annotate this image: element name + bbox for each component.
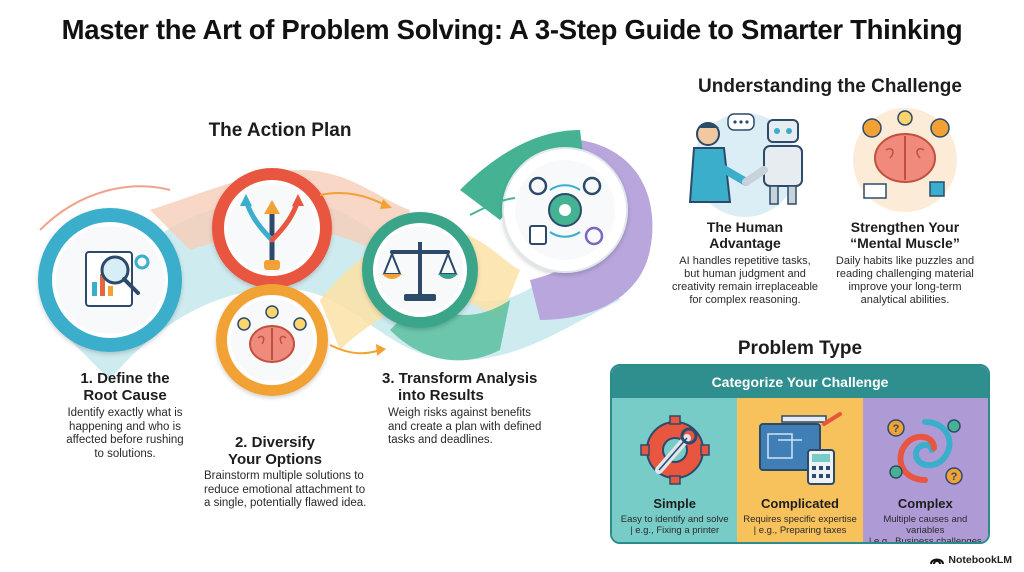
step-1-title-line1: 1. Define the: [80, 370, 170, 387]
flow-arrow-3: [469, 197, 516, 216]
notebooklm-logo-icon: [930, 558, 945, 565]
type-complicated-desc: Requires specific expertise | e.g., Prep…: [741, 514, 858, 536]
type-complex: ? ? Complex Multiple causes and variable…: [862, 398, 988, 544]
mental-muscle-title-line1: Strengthen Your: [850, 219, 960, 235]
gear-wrench-icon: [639, 415, 710, 485]
step-1-title: 1. Define the Root Cause: [40, 370, 210, 404]
action-plan-heading: The Action Plan: [208, 120, 352, 141]
step-2-desc-line: a single, potentially flawed idea.: [204, 497, 367, 509]
step-3-title-line1: 3. Transform Analysis: [382, 370, 538, 387]
step-1-icon: [85, 251, 150, 307]
gears-cycle-icon: [528, 176, 604, 246]
svg-text:?: ?: [893, 423, 900, 435]
mental-muscle-title: Strengthen Your “Mental Muscle”: [830, 219, 980, 251]
svg-text:?: ?: [951, 471, 958, 483]
human-advantage-title-line1: The Human: [706, 219, 784, 235]
mental-muscle-desc-line: reading challenging material: [836, 268, 974, 280]
step-3-desc-line: and create a plan with defined: [388, 420, 542, 433]
step-2-desc: Brainstorm multiple solutions to reduce …: [204, 470, 404, 511]
type-complicated-desc-line2: | e.g., Preparing taxes: [753, 525, 847, 536]
human-robot-handshake-icon: [688, 113, 803, 217]
step-2-title-line1: 2. Diversify: [234, 434, 316, 451]
step-1-desc-line: affected before rushing: [66, 434, 184, 446]
human-advantage-title-line2: Advantage: [709, 235, 781, 251]
problem-type-table: Categorize Your Challenge Simple Easy to…: [610, 364, 990, 544]
step-3-desc-line: Weigh risks against benefits: [388, 407, 531, 419]
brain-puzzle-icon: [853, 108, 957, 212]
blueprint-calculator-icon: [758, 412, 842, 485]
flow-arrowhead-4: [376, 344, 386, 356]
step-3-icon-scale: [382, 242, 458, 301]
mental-muscle-title-line2: “Mental Muscle”: [850, 235, 960, 251]
type-simple: Simple Easy to identify and solve | e.g.…: [612, 398, 738, 542]
page-title: Master the Art of Problem Solving: A 3-S…: [61, 14, 963, 45]
type-simple-name: Simple: [653, 496, 696, 511]
human-advantage-desc-line: but human judgment and: [684, 268, 806, 280]
type-complex-name: Complex: [897, 496, 953, 511]
flow-arrow-1: [39, 185, 171, 231]
human-advantage-desc-line: AI handles repetitive tasks,: [679, 255, 811, 267]
flow-arrow-2: [319, 192, 386, 206]
problem-type-heading: Problem Type: [737, 338, 863, 359]
mental-muscle-desc-line: Daily habits like puzzles and: [835, 255, 975, 267]
brand-name: NotebookLM: [948, 554, 1012, 566]
type-simple-desc-line2: | e.g., Fixing a printer: [630, 525, 720, 536]
human-advantage-desc-line: creativity remain irreplaceable: [671, 281, 819, 293]
step-1-desc-line: happening and who is: [69, 420, 181, 433]
flow-arrowhead-2: [380, 199, 392, 209]
type-complicated: Complicated Requires specific expertise …: [737, 398, 863, 542]
step-1-desc: Identify exactly what is happening and w…: [40, 407, 210, 461]
step-2-title: 2. Diversify Your Options: [200, 434, 350, 468]
type-complex-desc: Multiple causes and variables | e.g., Bu…: [867, 514, 984, 544]
step-2-desc-line: reduce emotional attachment to: [204, 483, 366, 496]
swirl-gears-icon: ? ?: [887, 419, 964, 485]
type-complex-desc-line2: | e.g., Business challenges: [868, 536, 982, 544]
understanding-heading: Understanding the Challenge: [698, 76, 962, 97]
step-2-icon-arrows: [240, 194, 304, 270]
step-3-desc: Weigh risks against benefits and create …: [388, 407, 588, 448]
step-3-desc-line: tasks and deadlines.: [388, 434, 493, 446]
step-2-desc-line: Brainstorm multiple solutions to: [204, 470, 364, 482]
type-complicated-desc-line1: Requires specific expertise: [743, 514, 857, 525]
flow-arrow-4: [329, 344, 381, 355]
type-simple-desc: Easy to identify and solve | e.g., Fixin…: [616, 514, 733, 536]
step-1-title-line2: Root Cause: [83, 387, 167, 404]
mental-muscle-desc-line: improve your long-term: [848, 281, 962, 293]
type-simple-desc-line1: Easy to identify and solve: [620, 514, 729, 525]
human-advantage-desc: AI handles repetitive tasks, but human j…: [662, 255, 828, 307]
step-2-icon-brain: [237, 305, 307, 363]
step-2-title-line2: Your Options: [228, 451, 322, 468]
type-complicated-name: Complicated: [760, 496, 839, 511]
categorize-header: Categorize Your Challenge: [612, 366, 988, 398]
mental-muscle-desc: Daily habits like puzzles and reading ch…: [825, 255, 985, 307]
mental-muscle-desc-line: analytical abilities.: [860, 294, 950, 306]
step-3-title-line2: into Results: [398, 387, 484, 404]
human-advantage-title: The Human Advantage: [670, 219, 820, 251]
human-advantage-desc-line: for complex reasoning.: [689, 294, 801, 306]
step-3-title: 3. Transform Analysis into Results: [382, 370, 562, 404]
brand-badge: NotebookLM: [930, 554, 1012, 566]
step-1-desc-line: to solutions.: [94, 447, 156, 460]
step-1-desc-line: Identify exactly what is: [67, 407, 183, 419]
type-complex-desc-line1: Multiple causes and variables: [883, 514, 968, 536]
